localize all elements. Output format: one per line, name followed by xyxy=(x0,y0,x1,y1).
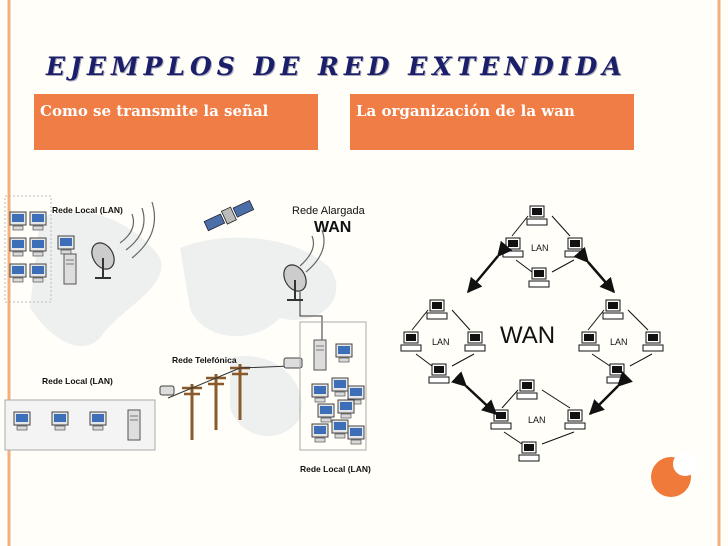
telephone-poles xyxy=(167,362,291,442)
wan-link-arrows xyxy=(451,240,633,416)
label-lan-bottom-node: LAN xyxy=(528,415,546,425)
label-lan-mid: Rede Local (LAN) xyxy=(42,376,113,386)
lan-group-right: LAN xyxy=(578,299,664,384)
label-lan-left-node: LAN xyxy=(432,337,450,347)
lan-bottom-right-cluster xyxy=(299,321,367,451)
lan-group-top: LAN xyxy=(502,205,586,288)
lan-group-left: LAN xyxy=(400,299,486,384)
wan-organization-diagram: LAN LAN LAN LAN WAN xyxy=(400,205,664,462)
label-phone-network: Rede Telefónica xyxy=(172,355,237,365)
caption-box-signal: Como se transmite la señal xyxy=(34,94,318,150)
modem-left-icon xyxy=(159,385,175,396)
label-lan-top-node: LAN xyxy=(531,243,549,253)
signal-waves-icon xyxy=(119,201,156,259)
label-lan-right-node: LAN xyxy=(610,337,628,347)
label-lan-top: Rede Local (LAN) xyxy=(52,205,123,215)
caption-box-organization: La organización de la wan xyxy=(350,94,634,150)
signal-waves-right-icon xyxy=(299,229,325,273)
satellite-icon xyxy=(203,199,255,232)
modem-icon xyxy=(283,357,303,369)
label-wan-extended: Rede Alargada xyxy=(292,205,366,217)
label-wan: WAN xyxy=(314,219,351,236)
label-wan-center: WAN xyxy=(500,322,555,349)
lan-group-bottom: LAN xyxy=(490,379,586,462)
slide-title: EJEMPLOS DE RED EXTENDIDA xyxy=(46,52,627,81)
signal-transmission-diagram: Rede Local (LAN) Rede Alargada WAN Rede … xyxy=(4,195,371,474)
label-lan-bottom: Rede Local (LAN) xyxy=(300,464,371,474)
lan-bottom-left-cluster xyxy=(4,399,156,451)
